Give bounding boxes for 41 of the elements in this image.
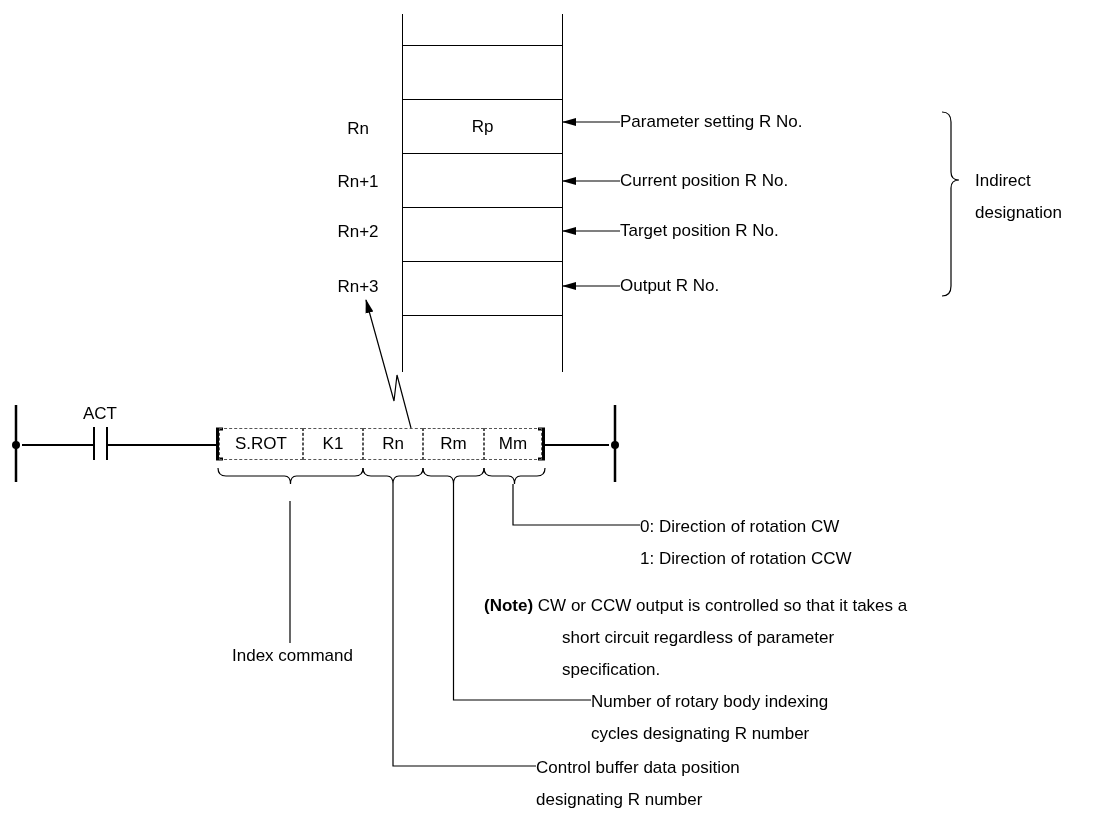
- ladder-line: [544, 444, 610, 446]
- address-label: Rn: [325, 116, 391, 142]
- instruction-box: [216, 428, 545, 460]
- arrow: [562, 227, 621, 235]
- memory-cell: [402, 46, 563, 100]
- memory-cell: [402, 208, 563, 262]
- annotation-text: Index command: [232, 643, 377, 669]
- annotation-text: Number of rotary body indexing cycles designating R number: [591, 686, 856, 750]
- arrow: [562, 282, 621, 290]
- zigzag-arrow: [365, 299, 412, 429]
- instruction-field: K1: [303, 428, 363, 460]
- leader-line: [392, 483, 537, 767]
- memory-cell: [402, 154, 563, 208]
- power-rail: [10, 405, 22, 482]
- address-label: Rn+2: [325, 219, 391, 245]
- annotation-text: 0: Direction of rotation CW 1: Direction of rotation CCW: [640, 511, 910, 575]
- arrow: [562, 118, 621, 126]
- description-text: Parameter setting R No.: [620, 109, 890, 135]
- description-text: Current position R No.: [620, 168, 890, 194]
- address-label: Rn+1: [325, 169, 391, 195]
- leader-line: [452, 483, 592, 701]
- memory-cell: [402, 262, 563, 316]
- leader-line: [289, 500, 291, 644]
- annotation-text: Control buffer data position designating R number: [536, 752, 786, 813]
- ladder-line: [123, 444, 217, 446]
- memory-cell: Rp: [402, 100, 563, 154]
- instruction-field: Mm: [484, 428, 542, 460]
- ladder-line: [21, 444, 77, 446]
- arrow: [562, 177, 621, 185]
- power-rail: [609, 405, 621, 482]
- description-text: Output R No.: [620, 273, 890, 299]
- memory-cell: [402, 316, 563, 372]
- description-text: Target position R No.: [620, 218, 890, 244]
- group-label: Indirect designation: [975, 170, 1063, 224]
- instruction-field: S.ROT: [219, 428, 303, 460]
- leader-line: [512, 483, 641, 526]
- address-label: Rn+3: [325, 274, 391, 300]
- memory-cell: [402, 14, 563, 46]
- note-text: (Note) CW or CCW output is controlled so that it takes a short circuit regardless of parameter specification.: [484, 595, 909, 681]
- instruction-field: Rm: [423, 428, 484, 460]
- instruction-field: Rn: [363, 428, 423, 460]
